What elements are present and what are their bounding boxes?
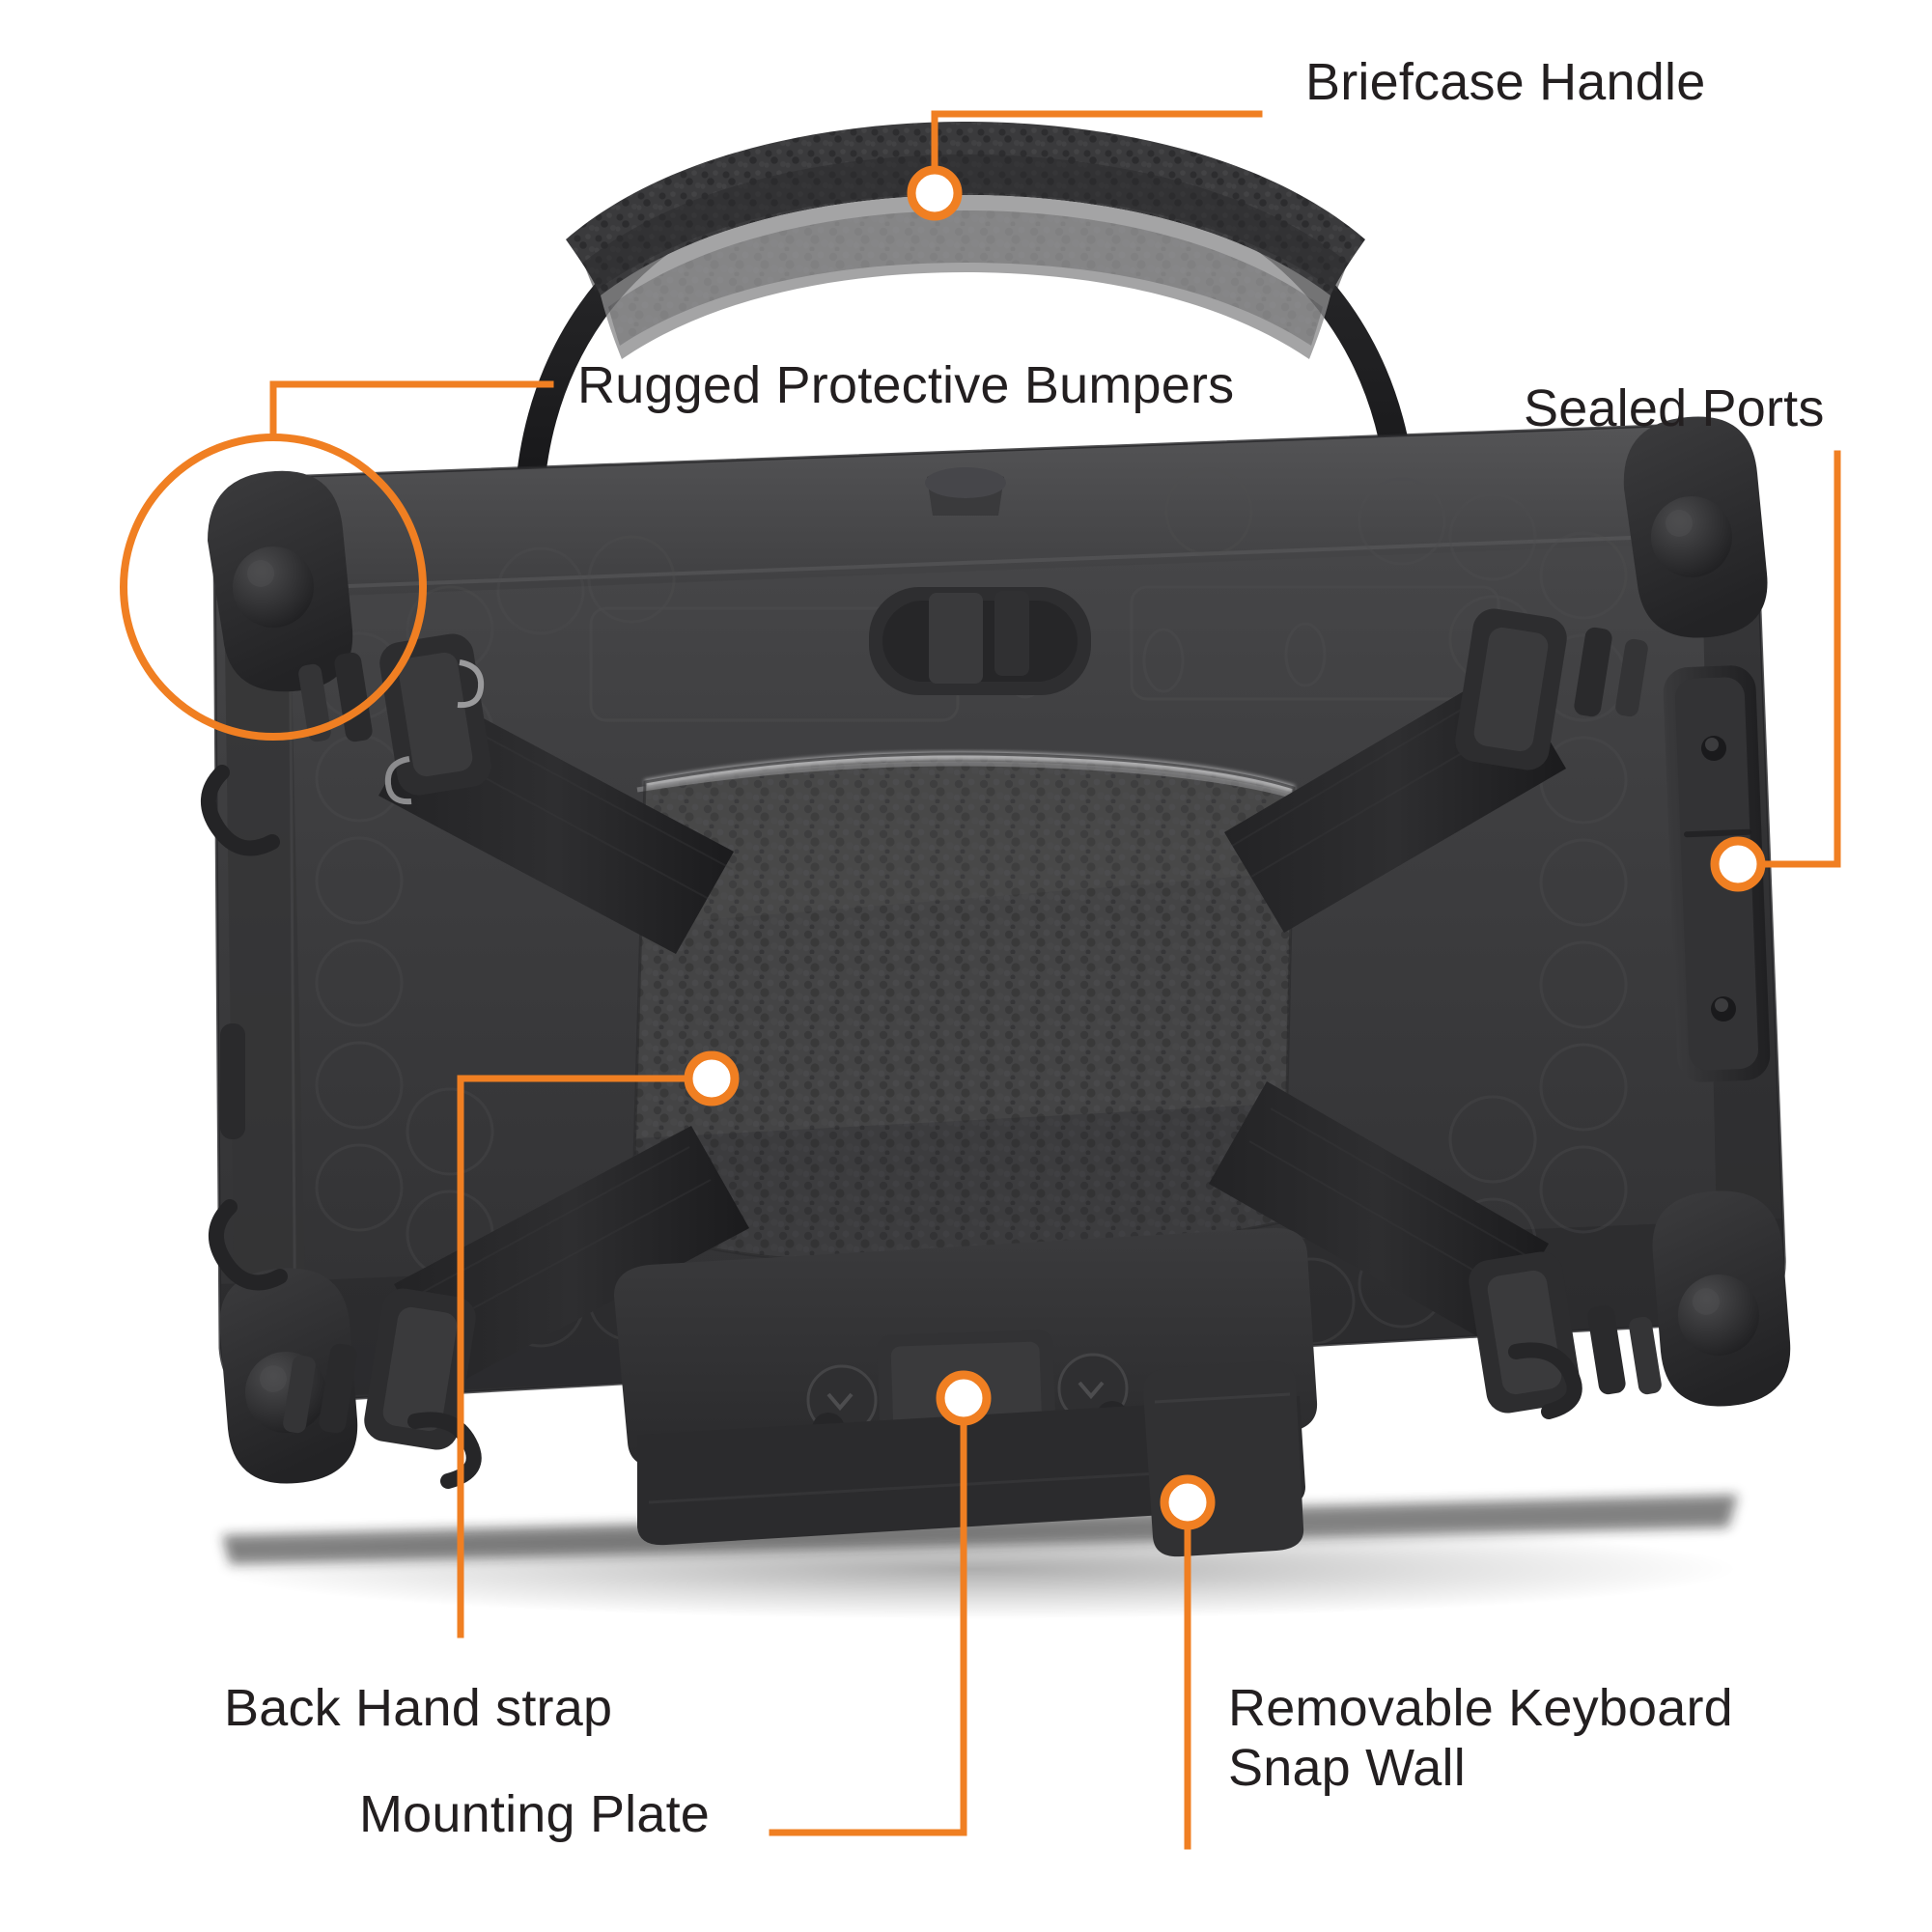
- strap-anchor-bottom-left: [283, 1288, 476, 1450]
- corner-bumper-top-right: [1623, 416, 1768, 638]
- callout-label-removable-keyboard-snap-wall[interactable]: Removable Keyboard Snap Wall: [1228, 1678, 1846, 1798]
- strap-anchor-bottom-right: [1469, 1251, 1662, 1414]
- corner-bumper-top-left: [208, 470, 353, 692]
- callout-label-rugged-protective-bumpers[interactable]: Rugged Protective Bumpers: [577, 356, 1235, 414]
- callout-label-sealed-ports[interactable]: Sealed Ports: [1524, 379, 1825, 437]
- sealed-port-door-art: [1663, 665, 1771, 1082]
- corner-bumper-bottom-right: [1652, 1190, 1791, 1407]
- side-loops-art: [200, 765, 288, 1291]
- callout-label-line-2: Snap Wall: [1228, 1739, 1466, 1797]
- strap-anchor-top-right: [1455, 608, 1648, 770]
- callout-label-briefcase-handle[interactable]: Briefcase Handle: [1305, 53, 1706, 111]
- callout-label-line-1: Removable Keyboard: [1228, 1679, 1733, 1737]
- callout-label-mounting-plate[interactable]: Mounting Plate: [359, 1785, 711, 1843]
- callout-label-back-hand-strap[interactable]: Back Hand strap: [224, 1679, 613, 1737]
